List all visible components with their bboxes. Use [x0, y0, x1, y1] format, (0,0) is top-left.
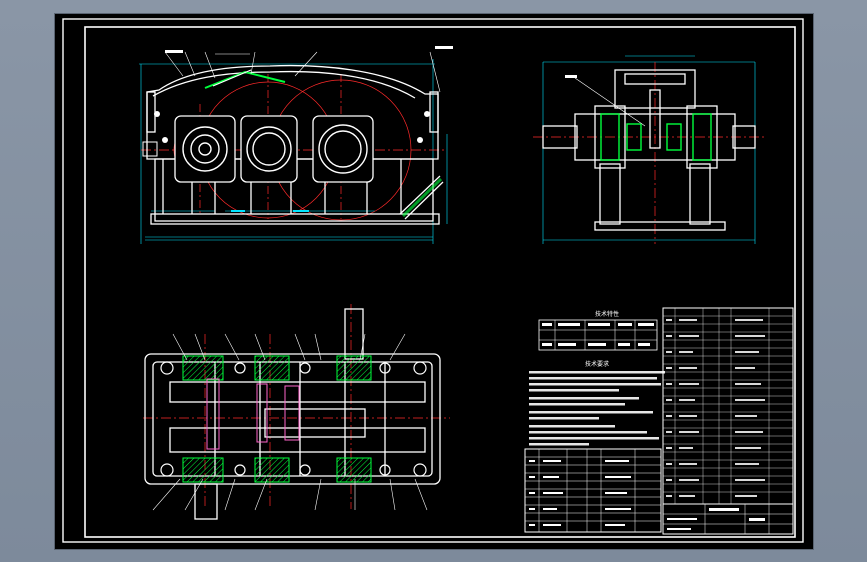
tech-requirements: 技术要求 — [529, 360, 665, 446]
plan-view — [143, 304, 450, 520]
front-view — [139, 46, 453, 244]
sheet-inner-border — [84, 26, 796, 538]
tech-params: 技术特性 — [538, 310, 658, 351]
parts-list-right — [662, 307, 794, 505]
cad-viewport[interactable]: 技术特性 技术要求 — [55, 14, 813, 549]
sheet-outer-border — [62, 18, 804, 543]
parts-list-lower — [524, 448, 662, 533]
side-view — [533, 55, 765, 244]
tech-params-title: 技术特性 — [595, 310, 619, 318]
gear-reducer-drawing: 技术特性 技术要求 — [62, 18, 804, 543]
title-block — [662, 503, 794, 535]
tech-req-title: 技术要求 — [585, 360, 609, 368]
